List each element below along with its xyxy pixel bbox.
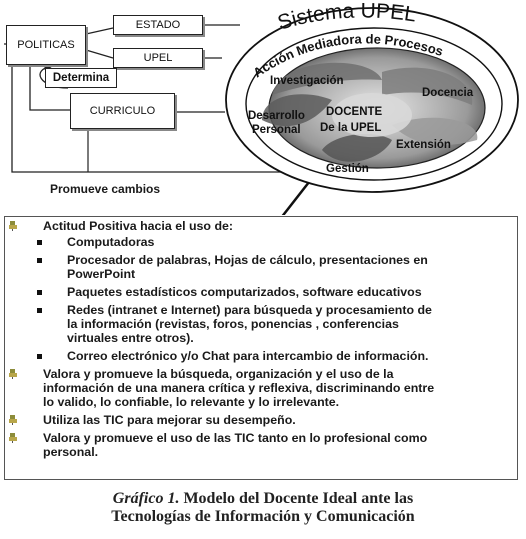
label-investigacion: Investigación	[270, 75, 344, 87]
pin-icon	[9, 415, 18, 425]
tic-attitudes-panel: Actitud Positiva hacia el uso de: Computa…	[4, 216, 518, 480]
promueve-cambios-label: Promueve cambios	[50, 182, 161, 196]
figure-caption: Gráfico 1. Modelo del Docente Ideal ante…	[0, 490, 526, 526]
sub-item-line: Computadoras	[67, 235, 155, 249]
panel-item-line: personal.	[43, 445, 99, 459]
connector-politicas-upel	[85, 49, 114, 59]
caption-line-1: Gráfico 1. Modelo del Docente Ideal ante…	[0, 490, 526, 508]
sub-item-line: PowerPoint	[67, 267, 136, 281]
center-ellipse	[332, 93, 412, 137]
petal-desarrollo	[262, 94, 332, 127]
connector-politicas-estado	[85, 27, 114, 35]
panel-item-line: lo valido, lo confiable, lo relevante y …	[43, 395, 340, 409]
panel-item-line: Valora y promueve la búsqueda, organizac…	[43, 367, 394, 381]
panel-heading: Actitud Positiva hacia el uso de:	[43, 219, 234, 233]
sub-item-line: virtuales entre otros).	[67, 331, 194, 345]
label-desarrollo-2: Personal	[252, 124, 301, 136]
upel-label: UPEL	[143, 52, 173, 64]
panel-item-line: Utiliza las TIC para mejorar su desempeñ…	[43, 413, 296, 427]
sub-item-line: Paquetes estadísticos computarizados, so…	[67, 285, 422, 299]
politicas-box: POLITICAS	[6, 25, 86, 65]
label-desarrollo-1: Desarrollo	[248, 110, 305, 122]
bullet-marker	[37, 308, 42, 313]
determina-label: Determina	[52, 72, 110, 84]
sub-item-line: la información (revistas, foros, ponenci…	[67, 317, 399, 331]
upel-box: UPEL	[113, 48, 203, 68]
caption-label: Gráfico 1.	[112, 490, 180, 507]
curriculo-box: CURRICULO	[70, 93, 175, 129]
petal-docencia	[382, 67, 473, 105]
sub-item-line: Correo electrónico y/o Chat para interca…	[67, 349, 429, 363]
pin-icon	[9, 433, 18, 443]
sub-item-line: Redes (intranet e Internet) para búsqued…	[67, 303, 432, 317]
bullet-marker	[37, 290, 42, 295]
estado-label: ESTADO	[135, 19, 181, 31]
panel-item-line: información de una manera crítica y refl…	[43, 381, 435, 395]
label-gestion: Gestión	[326, 163, 369, 175]
bullet-marker	[37, 354, 42, 359]
curriculo-label: CURRICULO	[89, 105, 156, 117]
pin-icon	[9, 369, 18, 379]
petal-gestion	[322, 133, 392, 162]
connector-curriculo-politicas	[29, 66, 70, 111]
pin-icon	[9, 221, 18, 231]
politicas-label: POLITICAS	[17, 39, 75, 51]
label-center-1: DOCENTE	[326, 106, 383, 118]
determina-box: Determina	[45, 68, 117, 88]
bullet-marker	[37, 240, 42, 245]
sistema-upel-graphic: Sistema UPEL Acción Mediadora de Proceso…	[225, 0, 519, 193]
label-docencia: Docencia	[422, 87, 474, 99]
bullet-marker	[37, 258, 42, 263]
label-center-2: De la UPEL	[320, 122, 381, 134]
label-extension: Extensión	[396, 139, 451, 151]
estado-box: ESTADO	[113, 15, 203, 35]
panel-item-line: Valora y promueve el uso de las TIC tant…	[43, 431, 428, 445]
caption-line-2: Tecnologías de Información y Comunicació…	[111, 508, 415, 525]
caption-line1-rest: Modelo del Docente Ideal ante las	[179, 490, 414, 507]
petal-investigacion	[272, 62, 382, 95]
petal-extension	[392, 117, 478, 145]
sub-item-line: Procesador de palabras, Hojas de cálculo…	[67, 253, 428, 267]
